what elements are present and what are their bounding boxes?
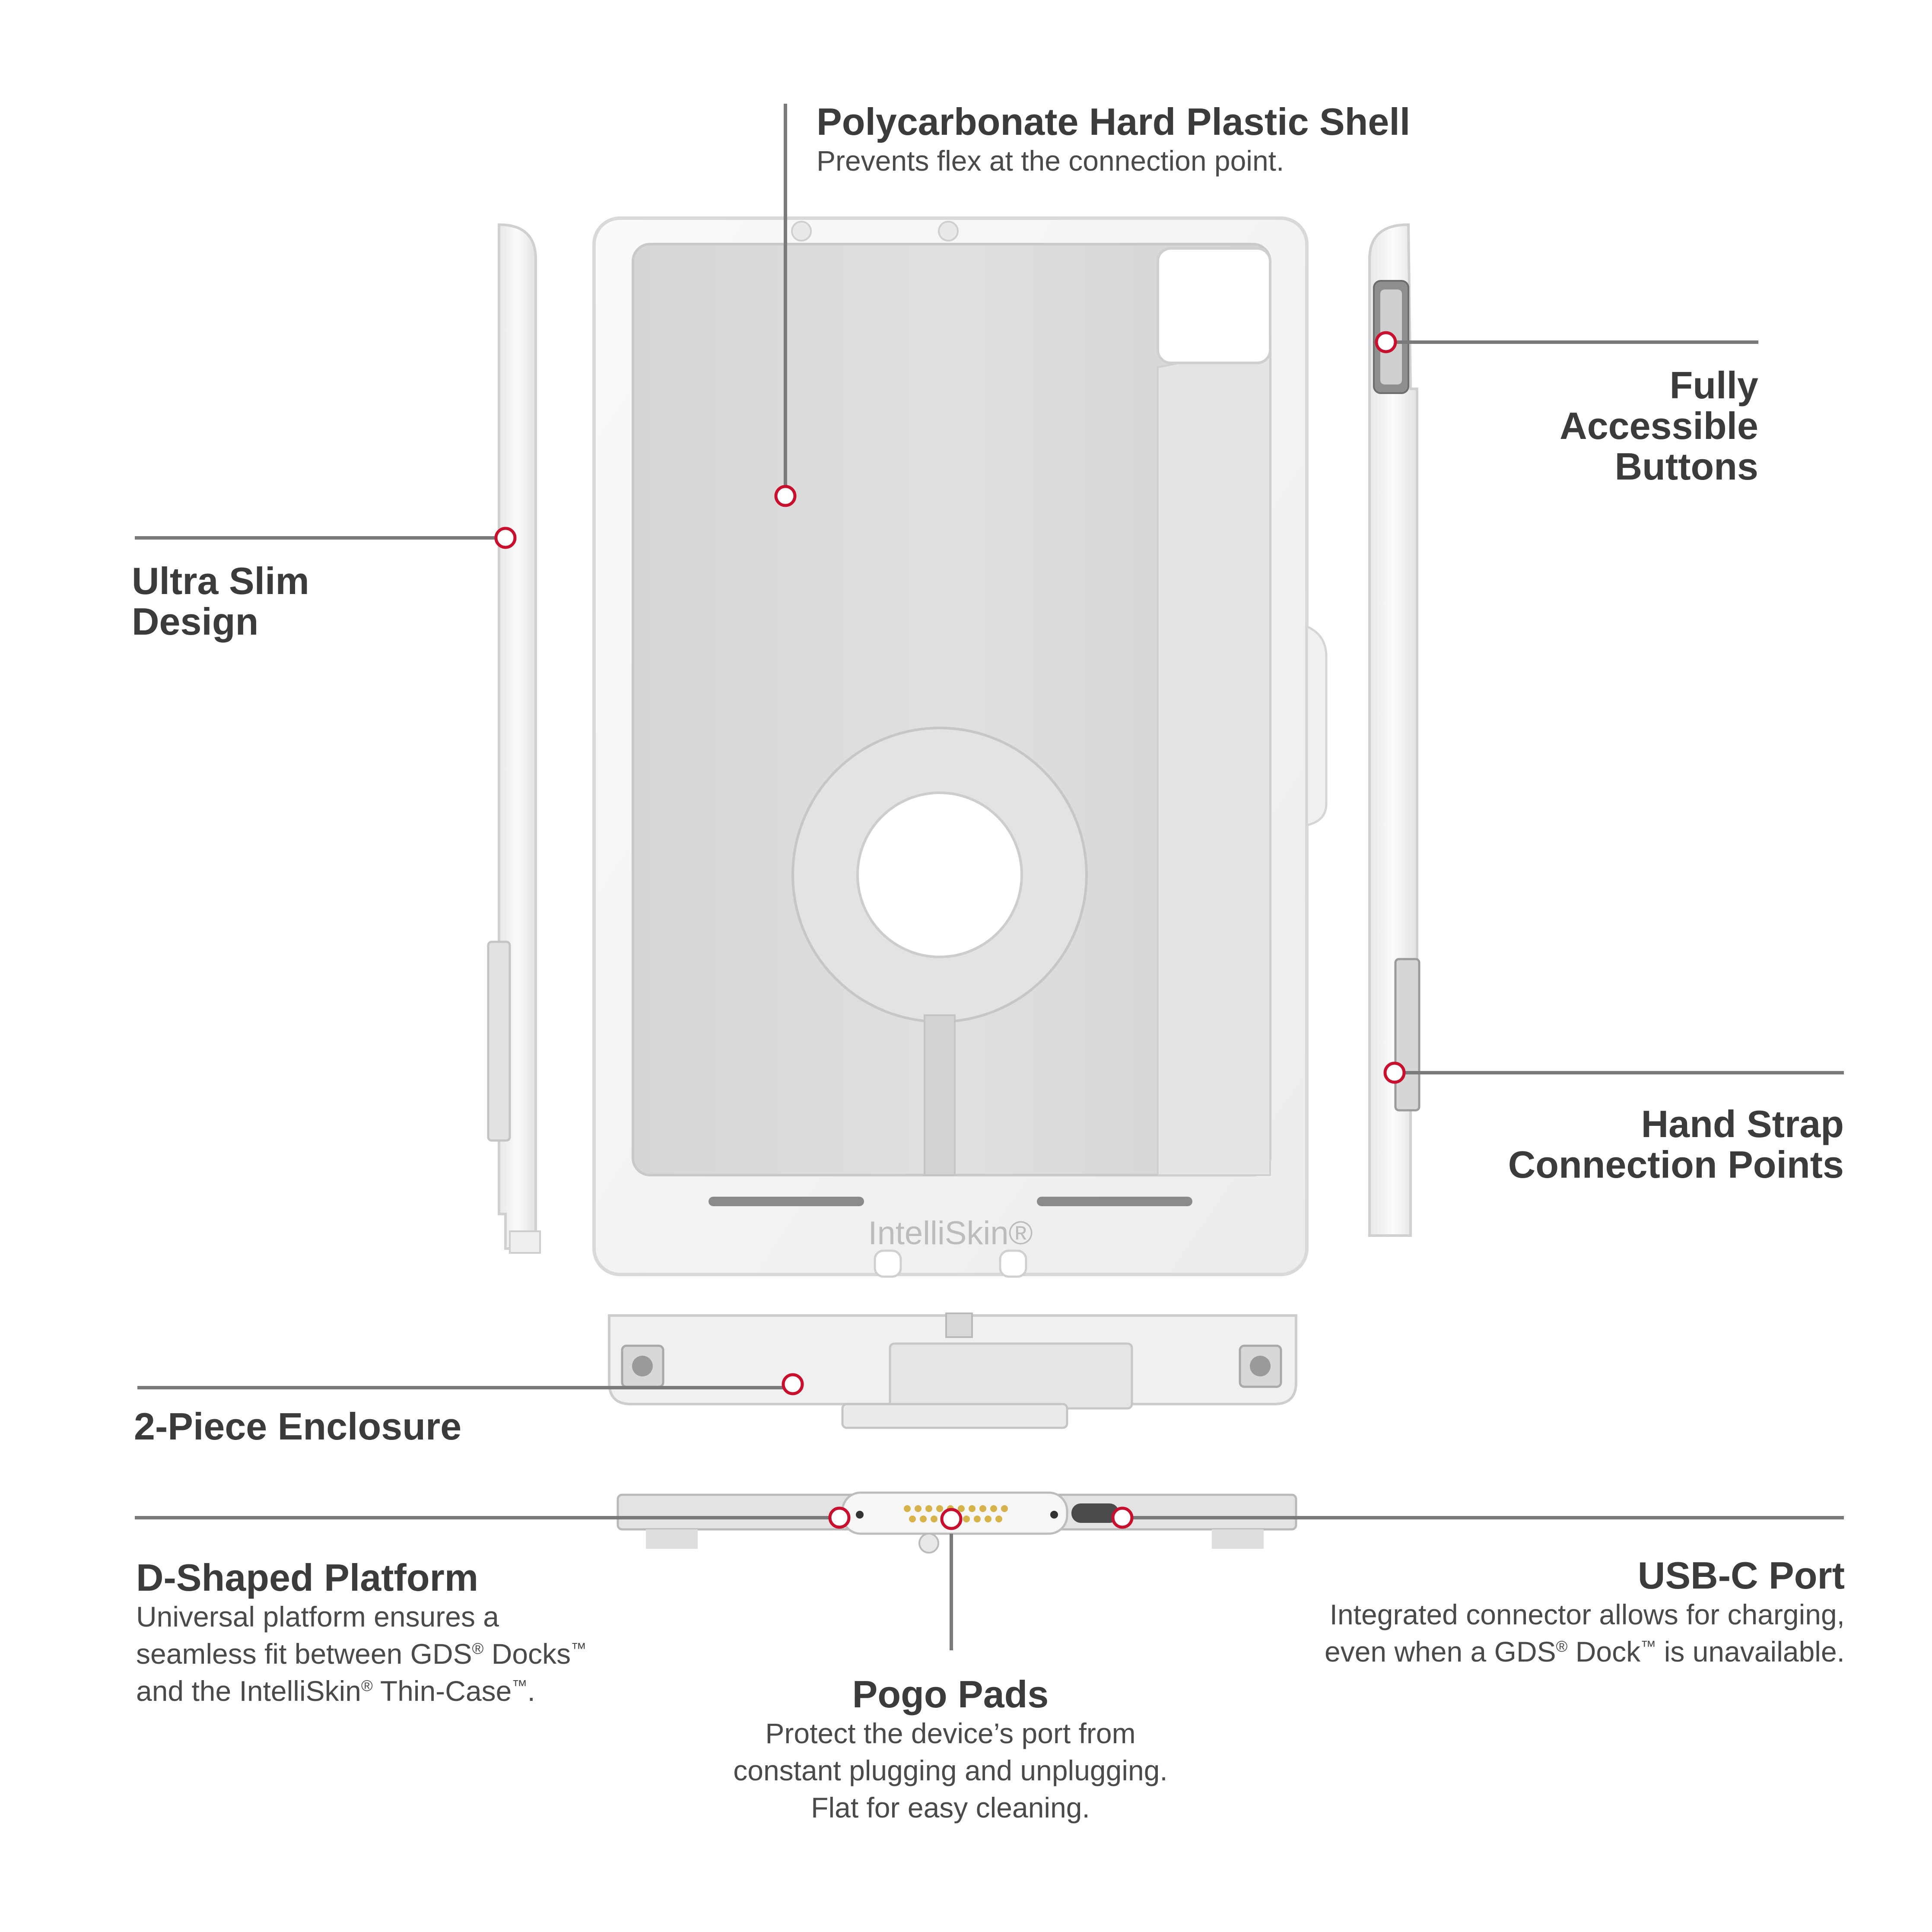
slim-callout-dot: [494, 527, 517, 549]
pogo-pad: [963, 1516, 970, 1522]
pogo-pad: [920, 1516, 927, 1522]
callout-lines: [135, 104, 1844, 1650]
pogo-desc-line-1: Protect the device’s port from: [765, 1717, 1136, 1749]
brand-logo: IntelliSkin®: [868, 1215, 1033, 1252]
usbc-title: USB-C Port: [1637, 1554, 1845, 1597]
usbc-callout-dot: [1111, 1506, 1134, 1529]
pogo-pad: [958, 1505, 965, 1512]
strap-callout: Hand Strap Connection Points: [1426, 1104, 1844, 1185]
platform-title: D-Shaped Platform: [136, 1556, 479, 1599]
pogo-pad: [995, 1516, 1002, 1522]
pogo-pad: [985, 1516, 991, 1522]
pogo-pad: [925, 1505, 932, 1512]
slim-title-line-2: Design: [132, 600, 259, 643]
usbc-desc-line-1: Integrated connector allows for charging…: [1329, 1598, 1845, 1630]
pogo-pad: [979, 1505, 986, 1512]
callout-dots: [494, 331, 1406, 1530]
enclosure-piece: [608, 1312, 1297, 1429]
pogo-pad: [990, 1505, 997, 1512]
pogo-pad: [931, 1516, 937, 1522]
pogo-pad: [936, 1505, 943, 1512]
pogo-pad: [909, 1516, 916, 1522]
back-shell: IntelliSkin®: [592, 216, 1328, 1278]
shell-callout-desc: Prevents flex at the connection point.: [817, 145, 1284, 177]
platform-callout-dot: [828, 1506, 851, 1529]
usbc-desc-line-2: even when a GDS® Dock™ is unavailable.: [1324, 1636, 1845, 1668]
right-side-view: [1368, 223, 1420, 1237]
buttons-title-line-1: Fully: [1669, 364, 1758, 407]
pogo-title: Pogo Pads: [852, 1673, 1049, 1716]
pogo-desc-line-2: constant plugging and unplugging.: [733, 1754, 1168, 1786]
platform-desc-line-1: Universal platform ensures a: [136, 1601, 499, 1633]
pogo-pad: [915, 1505, 922, 1512]
strap-callout-dot: [1383, 1061, 1406, 1084]
shell-callout-title: Polycarbonate Hard Plastic Shell: [817, 100, 1411, 143]
strap-title-line-2: Connection Points: [1508, 1143, 1844, 1186]
shell-callout: Polycarbonate Hard Plastic Shell Prevent…: [817, 102, 1465, 179]
platform-desc-line-3: and the IntelliSkin® Thin-Case™.: [136, 1675, 535, 1707]
pogo-pad: [1001, 1505, 1008, 1512]
buttons-title-line-3: Buttons: [1614, 445, 1758, 488]
pogo-desc-line-3: Flat for easy cleaning.: [811, 1792, 1090, 1824]
enclosure-callout: 2-Piece Enclosure: [134, 1406, 652, 1447]
buttons-callout: Fully Accessible Buttons: [1426, 365, 1758, 487]
platform-desc-line-2: seamless fit between GDS® Docks™: [136, 1638, 587, 1670]
buttons-callout-dot: [1375, 331, 1397, 353]
platform-callout: D-Shaped Platform Universal platform ens…: [136, 1557, 741, 1710]
enclosure-callout-dot: [782, 1373, 804, 1395]
shell-callout-dot: [774, 485, 797, 507]
strap-title-line-1: Hand Strap: [1641, 1103, 1844, 1145]
buttons-title-line-2: Accessible: [1560, 404, 1758, 447]
usbc-callout: USB-C Port Integrated connector allows f…: [1201, 1555, 1845, 1670]
slim-title-line-1: Ultra Slim: [132, 559, 309, 602]
left-side-view: [487, 223, 541, 1254]
pogo-callout: Pogo Pads Protect the device’s port from…: [648, 1674, 1253, 1826]
pogo-callout-dot: [940, 1508, 963, 1530]
slim-callout: Ultra Slim Design: [132, 561, 521, 642]
pogo-pad: [969, 1505, 976, 1512]
pogo-pad: [904, 1505, 911, 1512]
pogo-pad: [974, 1516, 981, 1522]
enclosure-title: 2-Piece Enclosure: [134, 1405, 462, 1448]
